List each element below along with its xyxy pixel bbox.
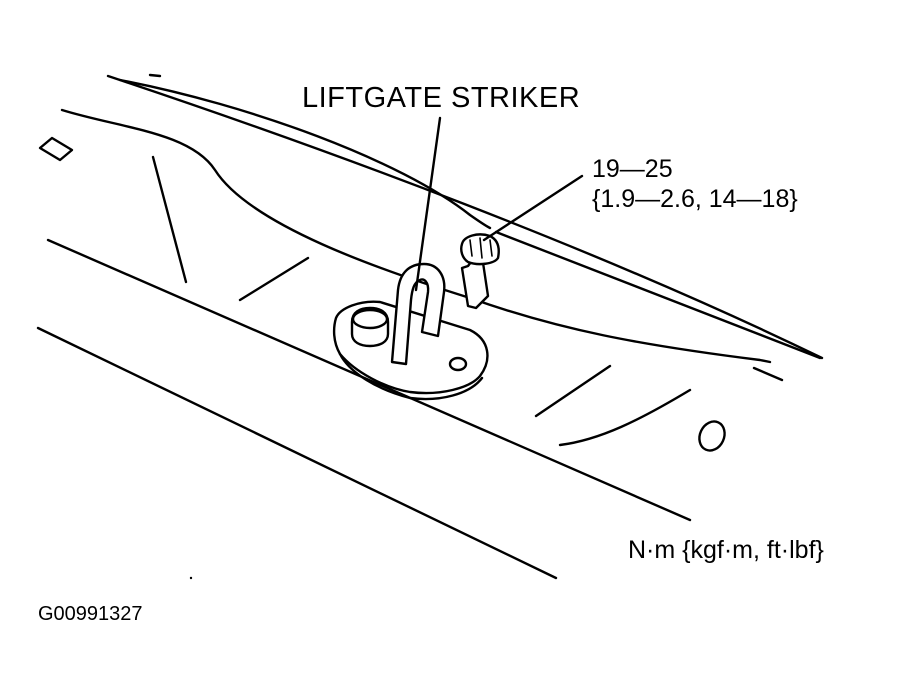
part-leader-line [414,116,442,292]
figure-id-label: G00991327 [38,603,143,625]
torque-value-line-1: 19—25 [592,155,673,183]
torque-units-label: N·m {kgf·m, ft·lbf} [628,536,824,564]
striker-assembly [332,262,489,401]
body-panel [36,73,824,580]
torque-value-line-2: {1.9—2.6, 14—18} [592,185,798,213]
part-name-label: LIFTGATE STRIKER [302,82,581,114]
bolt [460,233,500,310]
torque-leader-line [482,174,584,242]
